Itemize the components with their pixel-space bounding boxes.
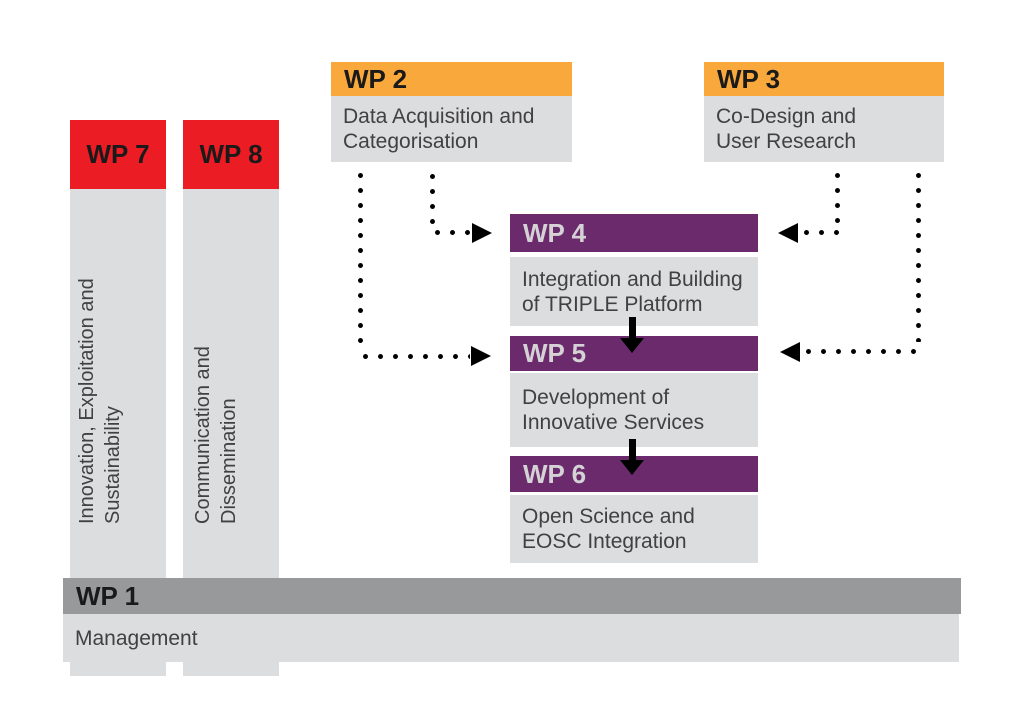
wp7-title: Innovation, Exploitation and Sustainabil… [74, 278, 126, 524]
wp4-title-line1: Integration and Building [522, 267, 743, 291]
wp1-body: Management [63, 614, 959, 662]
wp3-label: WP 3 [717, 63, 781, 94]
dotted-line-wp3-wp4-vertical [835, 168, 840, 230]
solid-arrow-wp5-wp6-stem [629, 439, 636, 460]
wp6-title-line1: Open Science and [522, 505, 695, 528]
wp2-title-line2: Categorisation [343, 130, 479, 153]
wp4-title-line2: of TRIPLE Platform [522, 292, 703, 316]
wp2-label: WP 2 [344, 63, 408, 94]
wp4-body: Integration and Building of TRIPLE Platf… [510, 257, 758, 326]
wp5-label: WP 5 [523, 338, 587, 368]
dotted-line-wp2-wp4-horizontal [430, 230, 470, 235]
wp6-label: WP 6 [523, 458, 587, 489]
wp7-title-line2: Sustainability [102, 406, 124, 524]
wp7-header: WP 7 [70, 120, 166, 189]
wp5-header: WP 5 [510, 336, 758, 371]
wp3-title-line1: Co-Design and [716, 105, 857, 128]
dotted-line-wp3-wp5-horizontal [801, 349, 919, 354]
wp1-label: WP 1 [76, 580, 140, 611]
wp6-title-line2: EOSC Integration [522, 530, 687, 553]
dotted-line-wp2-wp5-horizontal [358, 354, 470, 359]
wp4-header: WP 4 [510, 214, 758, 252]
wp7-title-line1: Innovation, Exploitation and [76, 278, 98, 524]
wp8-title: Communication and Dissemination [190, 346, 242, 524]
arrowhead-down-icon [620, 338, 644, 353]
wp1-header: WP 1 [63, 578, 961, 614]
wp2-title-line1: Data Acquisition and [343, 105, 535, 128]
wp7-label: WP 7 [86, 139, 150, 169]
arrowhead-right-icon [471, 346, 491, 366]
wp3-body: Co-Design and User Research [704, 96, 944, 162]
wp6-body: Open Science and EOSC Integration [510, 495, 758, 563]
dotted-line-wp2-wp4-vertical [430, 169, 435, 231]
wp3-title-line2: User Research [716, 130, 857, 153]
arrowhead-right-icon [472, 223, 492, 243]
wp2-body: Data Acquisition and Categorisation [331, 96, 572, 162]
arrowhead-down-icon [620, 460, 644, 475]
wp1-title-line1: Management [75, 626, 198, 650]
arrowhead-left-icon [778, 223, 798, 243]
wp8-title-line1: Communication and [192, 346, 214, 524]
dotted-line-wp2-wp5-vertical [358, 168, 363, 344]
solid-arrow-wp4-wp5-stem [629, 317, 636, 338]
wp8-header: WP 8 [183, 120, 279, 189]
arrowhead-left-icon [780, 342, 800, 362]
wp8-title-line2: Dissemination [218, 398, 240, 524]
wp8-label: WP 8 [199, 139, 263, 169]
wp5-title-line2: Innovative Services [522, 411, 705, 434]
wp2-header: WP 2 [331, 62, 572, 96]
dotted-line-wp3-wp5-vertical [916, 168, 921, 342]
wp4-label: WP 4 [523, 217, 587, 248]
dotted-line-wp3-wp4-horizontal [799, 230, 840, 235]
wp3-header: WP 3 [704, 62, 944, 96]
wp5-body: Development of Innovative Services [510, 373, 758, 447]
wp5-title-line1: Development of [522, 386, 670, 409]
